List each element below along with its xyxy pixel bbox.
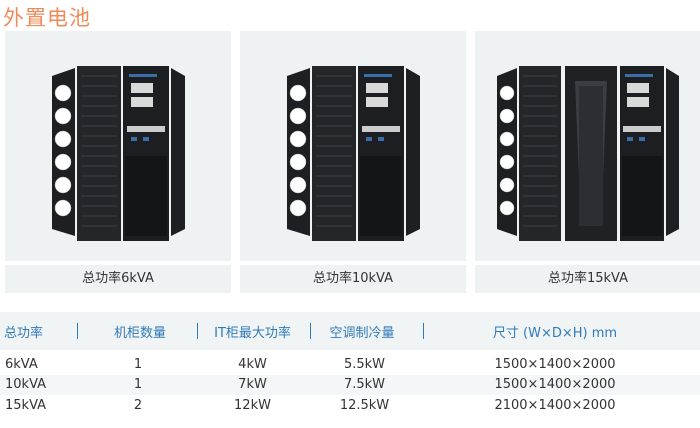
cell-cabinet-count: 1 <box>133 377 143 392</box>
card-caption-6kva: 总功率6kVA <box>5 265 231 293</box>
header-total-power: 总功率 <box>4 326 44 341</box>
cell-total-power: 6kVA <box>5 357 38 372</box>
product-image-6kva <box>5 31 231 261</box>
cell-cabinet-count: 2 <box>133 398 143 413</box>
cell-dimensions: 1500×1400×2000 <box>494 377 616 392</box>
page-title: 外置电池 <box>3 6 91 30</box>
header-dimensions: 尺寸 (W×D×H) mm <box>492 326 618 341</box>
table-row: 6kVA 1 4kW 5.5kW 1500×1400×2000 <box>0 355 700 375</box>
product-image-15kva <box>475 31 700 261</box>
card-caption-10kva: 总功率10kVA <box>240 265 466 293</box>
cell-dimensions: 2100×1400×2000 <box>494 398 616 413</box>
cell-total-power: 10kVA <box>5 377 47 392</box>
header-divider <box>423 323 424 339</box>
cell-dimensions: 1500×1400×2000 <box>494 357 616 372</box>
cabinet-illustration <box>287 66 420 241</box>
header-divider <box>197 323 198 339</box>
header-it-max-power: IT柜最大功率 <box>214 326 291 341</box>
table-row: 15kVA 2 12kW 12.5kW 2100×1400×2000 <box>0 396 700 416</box>
cell-it-max-power: 12kW <box>234 398 271 413</box>
product-image-10kva <box>240 31 466 261</box>
cell-total-power: 15kVA <box>5 398 47 413</box>
cell-cooling-capacity: 12.5kW <box>339 398 390 413</box>
cabinet-illustration <box>497 66 679 241</box>
header-cabinet-count: 机柜数量 <box>113 326 166 341</box>
cell-it-max-power: 4kW <box>238 357 267 372</box>
cabinet-illustration <box>52 66 185 241</box>
header-divider <box>310 323 311 339</box>
cell-it-max-power: 7kW <box>238 377 267 392</box>
card-caption-15kva: 总功率15kVA <box>475 265 700 293</box>
cell-cabinet-count: 1 <box>133 357 143 372</box>
spec-table-header: 总功率 机柜数量 IT柜最大功率 空调制冷量 尺寸 (W×D×H) mm <box>0 312 700 350</box>
cell-cooling-capacity: 7.5kW <box>343 377 386 392</box>
table-row: 10kVA 1 7kW 7.5kW 1500×1400×2000 <box>0 375 700 395</box>
header-divider <box>77 323 78 339</box>
cell-cooling-capacity: 5.5kW <box>343 357 386 372</box>
header-cooling-capacity: 空调制冷量 <box>329 326 395 341</box>
